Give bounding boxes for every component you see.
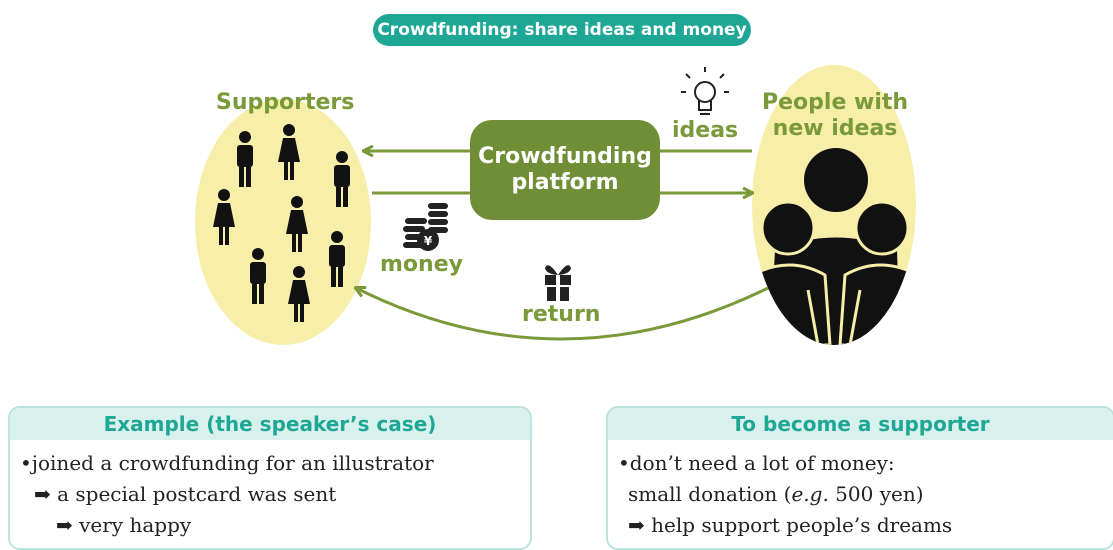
people-with-new-ideas-line2: new ideas bbox=[772, 116, 898, 141]
become-supporter-box: To become a supporter •don’t need a lot … bbox=[606, 406, 1113, 550]
ideas-label: ideas bbox=[672, 118, 739, 143]
supporter-line-3: ➡ help support people’s dreams bbox=[628, 513, 953, 537]
svg-text:¥: ¥ bbox=[424, 234, 433, 248]
supporter-line-2-before: small donation ( bbox=[628, 482, 792, 506]
example-box-body: •joined a crowdfunding for an illustrato… bbox=[10, 440, 530, 541]
arrow-return bbox=[356, 288, 769, 341]
platform-line1: Crowdfunding bbox=[478, 143, 652, 169]
supporter-line-2-after: 500 yen) bbox=[828, 482, 924, 506]
coins-icon: ¥ bbox=[403, 203, 448, 251]
crowdfunding-platform-box: Crowdfunding platform bbox=[470, 120, 660, 220]
supporter-box-body: •don’t need a lot of money: small donati… bbox=[608, 440, 1113, 541]
return-label: return bbox=[522, 302, 601, 327]
platform-line2: platform bbox=[511, 170, 619, 195]
supporters-label: Supporters bbox=[216, 90, 355, 115]
diagram-title: Crowdfunding: share ideas and money bbox=[373, 14, 751, 46]
example-line-2: ➡ a special postcard was sent bbox=[34, 482, 337, 506]
supporter-box-heading: To become a supporter bbox=[608, 408, 1113, 440]
people-with-new-ideas-label: People with new ideas bbox=[762, 90, 908, 142]
money-label: money bbox=[380, 252, 463, 277]
example-box-heading: Example (the speaker’s case) bbox=[10, 408, 530, 440]
example-line-1: •joined a crowdfunding for an illustrato… bbox=[20, 451, 434, 475]
supporter-line-2-eg: e.g. bbox=[791, 482, 829, 506]
people-with-new-ideas-line1: People with bbox=[762, 90, 909, 115]
gift-icon bbox=[545, 265, 571, 301]
example-box: Example (the speaker’s case) •joined a c… bbox=[8, 406, 532, 550]
example-line-3: ➡ very happy bbox=[56, 513, 192, 537]
supporter-line-1: •don’t need a lot of money: bbox=[618, 451, 895, 475]
supporter-line-2: small donation (e.g. 500 yen) bbox=[618, 479, 1113, 510]
lightbulb-icon bbox=[681, 67, 729, 115]
